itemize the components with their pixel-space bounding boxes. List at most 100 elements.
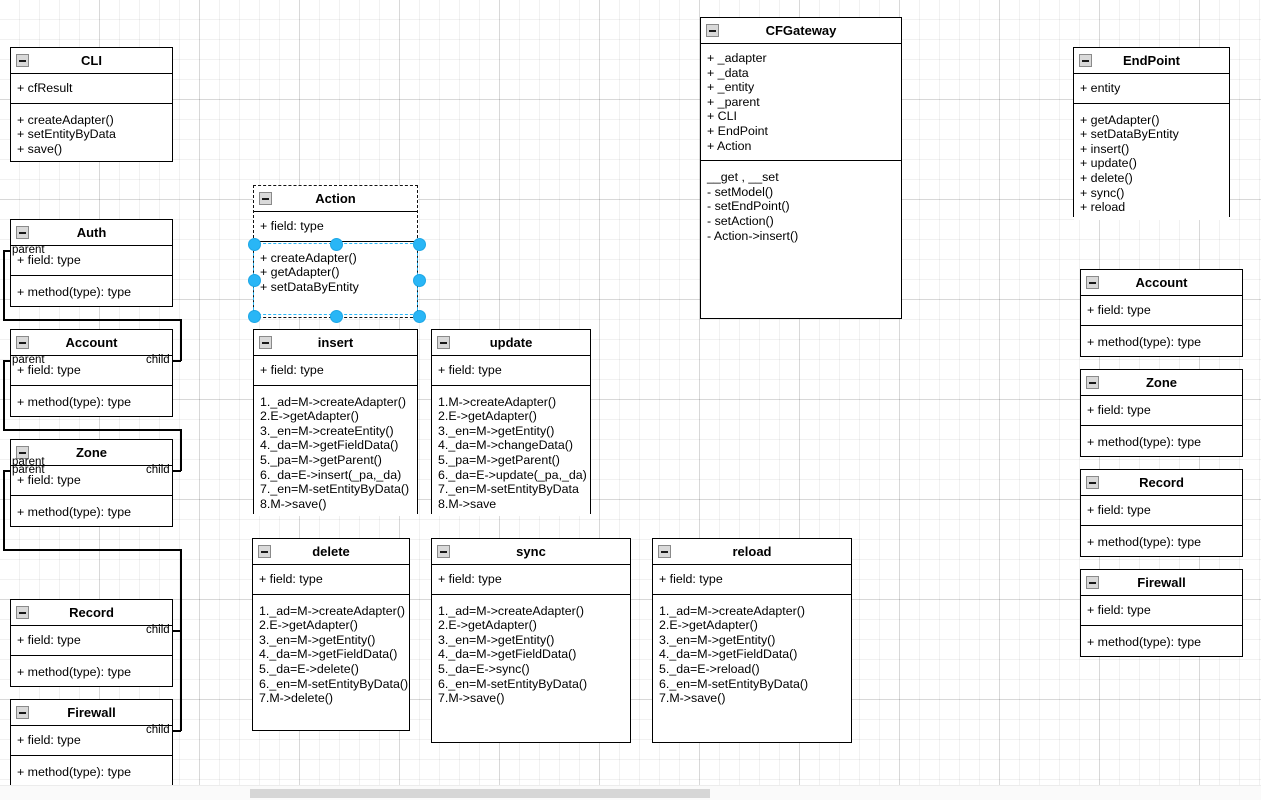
uml-class-action[interactable]: Action+ field: type+ createAdapter()+ ge… xyxy=(253,185,418,318)
uml-class-header[interactable]: Record xyxy=(1081,470,1242,496)
uml-class-firewall-right[interactable]: Firewall+ field: type+ method(type): typ… xyxy=(1080,569,1243,657)
uml-operations-compartment[interactable]: + method(type): type xyxy=(11,274,172,305)
uml-class-header[interactable]: CFGateway xyxy=(701,18,901,44)
uml-class-auth-left[interactable]: Auth+ field: type+ method(type): type xyxy=(10,219,173,307)
uml-class-zone-left[interactable]: Zone+ field: type+ method(type): type xyxy=(10,439,173,527)
uml-class-header[interactable]: reload xyxy=(653,539,851,565)
uml-attributes-compartment[interactable]: + field: type xyxy=(11,246,172,275)
uml-class-header[interactable]: CLI xyxy=(11,48,172,74)
uml-operations-compartment[interactable]: 1._ad=M->createAdapter()2.E->getAdapter(… xyxy=(653,593,851,711)
uml-operations-compartment[interactable]: + method(type): type xyxy=(11,494,172,525)
uml-attributes-compartment[interactable]: + field: type xyxy=(1081,496,1242,525)
collapse-icon[interactable] xyxy=(16,446,29,459)
collapse-icon[interactable] xyxy=(658,545,671,558)
collapse-icon[interactable] xyxy=(1086,476,1099,489)
uml-class-header[interactable]: Zone xyxy=(1081,370,1242,396)
uml-class-header[interactable]: Action xyxy=(254,186,417,212)
uml-class-header[interactable]: delete xyxy=(253,539,409,565)
uml-operations-compartment[interactable]: __get , __set- setModel()- setEndPoint()… xyxy=(701,160,901,249)
resize-handle-ne[interactable] xyxy=(412,237,426,251)
collapse-icon[interactable] xyxy=(1086,576,1099,589)
uml-class-cfgateway[interactable]: CFGateway+ _adapter+ _data+ _entity+ _pa… xyxy=(700,17,902,319)
collapse-icon[interactable] xyxy=(259,336,272,349)
uml-class-header[interactable]: Auth xyxy=(11,220,172,246)
uml-class-zone-right[interactable]: Zone+ field: type+ method(type): type xyxy=(1080,369,1243,457)
uml-operations-compartment[interactable]: + method(type): type xyxy=(1081,324,1242,355)
resize-handle-nw[interactable] xyxy=(247,237,261,251)
uml-class-firewall-left[interactable]: Firewall+ field: type+ method(type): typ… xyxy=(10,699,173,787)
uml-class-header[interactable]: Firewall xyxy=(11,700,172,726)
uml-class-header[interactable]: EndPoint xyxy=(1074,48,1229,74)
horizontal-scrollbar-track[interactable] xyxy=(0,785,1261,800)
collapse-icon[interactable] xyxy=(1079,54,1092,67)
uml-attributes-compartment[interactable]: + field: type xyxy=(253,565,409,594)
uml-class-header[interactable]: sync xyxy=(432,539,630,565)
uml-operations-compartment[interactable]: 1.M->createAdapter()2.E->getAdapter()3._… xyxy=(432,384,590,517)
uml-operations-compartment[interactable]: 1._ad=M->createAdapter()2.E->getAdapter(… xyxy=(253,593,409,711)
collapse-icon[interactable] xyxy=(1086,376,1099,389)
collapse-icon[interactable] xyxy=(258,545,271,558)
uml-attributes-compartment[interactable]: + field: type xyxy=(1081,396,1242,425)
uml-operations-compartment[interactable]: + method(type): type xyxy=(11,384,172,415)
uml-operations-compartment[interactable]: + method(type): type xyxy=(1081,624,1242,655)
uml-operations-compartment[interactable]: + getAdapter()+ setDataByEntity+ insert(… xyxy=(1074,102,1229,220)
uml-attributes-compartment[interactable]: + field: type xyxy=(432,356,590,385)
resize-handle-s[interactable] xyxy=(329,309,343,323)
uml-attributes-compartment[interactable]: + field: type xyxy=(11,726,172,755)
collapse-icon[interactable] xyxy=(16,706,29,719)
collapse-icon[interactable] xyxy=(706,24,719,37)
uml-attributes-compartment[interactable]: + field: type xyxy=(254,212,417,241)
uml-class-record-right[interactable]: Record+ field: type+ method(type): type xyxy=(1080,469,1243,557)
uml-class-endpoint[interactable]: EndPoint+ entity+ getAdapter()+ setDataB… xyxy=(1073,47,1230,220)
resize-handle-sw[interactable] xyxy=(247,309,261,323)
uml-class-header[interactable]: insert xyxy=(254,330,417,356)
collapse-icon[interactable] xyxy=(16,336,29,349)
collapse-icon[interactable] xyxy=(16,226,29,239)
collapse-icon[interactable] xyxy=(259,192,272,205)
uml-operations-compartment[interactable]: + method(type): type xyxy=(11,654,172,685)
uml-class-account-left[interactable]: Account+ field: type+ method(type): type xyxy=(10,329,173,417)
uml-attributes-compartment[interactable]: + field: type xyxy=(432,565,630,594)
horizontal-scrollbar-thumb[interactable] xyxy=(250,789,710,798)
collapse-icon[interactable] xyxy=(1086,276,1099,289)
uml-operations-compartment[interactable]: + method(type): type xyxy=(1081,524,1242,555)
uml-operations-compartment[interactable]: + method(type): type xyxy=(1081,424,1242,455)
uml-operations-compartment[interactable]: 1._ad=M->createAdapter()2.E->getAdapter(… xyxy=(432,593,630,711)
uml-class-header[interactable]: update xyxy=(432,330,590,356)
uml-operations-compartment[interactable]: + createAdapter()+ setEntityByData+ save… xyxy=(11,102,172,162)
uml-attributes-compartment[interactable]: + field: type xyxy=(11,626,172,655)
uml-attributes-compartment[interactable]: + cfResult xyxy=(11,74,172,103)
uml-operations-compartment[interactable]: + method(type): type xyxy=(11,754,172,785)
uml-attributes-compartment[interactable]: + field: type xyxy=(1081,296,1242,325)
uml-attributes-compartment[interactable]: + field: type xyxy=(11,356,172,385)
uml-operations-compartment[interactable]: 1._ad=M->createAdapter()2.E->getAdapter(… xyxy=(254,384,417,517)
uml-class-header[interactable]: Account xyxy=(11,330,172,356)
uml-class-header[interactable]: Account xyxy=(1081,270,1242,296)
collapse-icon[interactable] xyxy=(437,336,450,349)
uml-class-cli[interactable]: CLI+ cfResult+ createAdapter()+ setEntit… xyxy=(10,47,173,162)
uml-class-header[interactable]: Zone xyxy=(11,440,172,466)
uml-class-header[interactable]: Record xyxy=(11,600,172,626)
collapse-icon[interactable] xyxy=(16,606,29,619)
resize-handle-w[interactable] xyxy=(247,273,261,287)
uml-attributes-compartment[interactable]: + entity xyxy=(1074,74,1229,103)
uml-class-record-left[interactable]: Record+ field: type+ method(type): type xyxy=(10,599,173,687)
resize-handle-n[interactable] xyxy=(329,237,343,251)
collapse-icon[interactable] xyxy=(16,54,29,67)
resize-handle-e[interactable] xyxy=(412,273,426,287)
uml-class-account-right[interactable]: Account+ field: type+ method(type): type xyxy=(1080,269,1243,357)
resize-handle-se[interactable] xyxy=(412,309,426,323)
collapse-icon[interactable] xyxy=(437,545,450,558)
uml-attributes-compartment[interactable]: + field: type xyxy=(1081,596,1242,625)
uml-attributes-compartment[interactable]: + _adapter+ _data+ _entity+ _parent+ CLI… xyxy=(701,44,901,161)
uml-attributes-compartment[interactable]: + field: type xyxy=(11,466,172,495)
uml-attributes-compartment[interactable]: + field: type xyxy=(254,356,417,385)
uml-attributes-compartment[interactable]: + field: type xyxy=(653,565,851,594)
uml-class-header[interactable]: Firewall xyxy=(1081,570,1242,596)
